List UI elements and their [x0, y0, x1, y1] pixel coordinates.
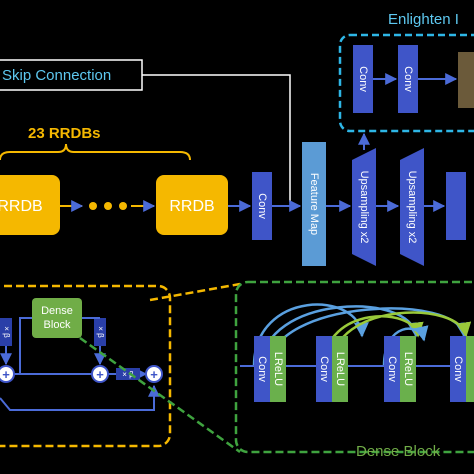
conv-main: Conv: [252, 172, 272, 240]
dense-block-dashed-box: [234, 280, 474, 454]
svg-text:+: +: [96, 367, 104, 382]
plus-node-3: +: [145, 365, 163, 383]
svg-text:Block: Block: [44, 319, 71, 331]
svg-text:Conv: Conv: [256, 356, 268, 382]
beta-scale-bottom: × β: [116, 368, 140, 380]
enlighten-title: Enlighten I: [388, 11, 459, 28]
svg-text:Conv: Conv: [386, 356, 398, 382]
svg-text:+: +: [150, 367, 158, 382]
rrdb-block-2: RRDB: [156, 175, 228, 235]
rrdb-count-label: 23 RRDBs: [28, 125, 101, 142]
svg-text:× β: × β: [2, 326, 11, 338]
svg-text:LReLU: LReLU: [334, 352, 346, 386]
rrdb-long-skip: [0, 384, 160, 411]
dense-block-caption: Dense Block: [356, 443, 441, 460]
skip-connection-line: [142, 74, 291, 202]
svg-text:+: +: [2, 367, 10, 382]
dense-layer-1: Conv LReLU: [254, 336, 286, 402]
feature-map: Feature Map: [302, 142, 326, 266]
svg-text:Conv: Conv: [402, 66, 414, 92]
yellow-connector: [149, 282, 241, 302]
svg-text:× β: × β: [122, 370, 134, 379]
enlighten-dashed-box: [338, 33, 474, 133]
dense-layer-2: Conv LReLU: [316, 336, 348, 402]
svg-text:Conv: Conv: [256, 193, 268, 219]
enlighten-conv-2: Conv: [398, 45, 418, 113]
beta-scale-mid: × β: [94, 318, 106, 346]
svg-text:Conv: Conv: [357, 66, 369, 92]
svg-text:Conv: Conv: [318, 356, 330, 382]
enlighten-conv-1: Conv: [353, 45, 373, 113]
dense-block-inner: Dense Block: [32, 298, 82, 338]
rrdb-ellipsis: [89, 202, 127, 210]
beta-scale-left: × β: [0, 318, 12, 346]
svg-text:RRDB: RRDB: [169, 198, 214, 215]
svg-text:LReLU: LReLU: [272, 352, 284, 386]
green-connector: [79, 336, 241, 454]
svg-text:Feature Map: Feature Map: [308, 173, 320, 235]
dense-layer-4: Conv: [450, 336, 474, 402]
plus-node-2: +: [91, 365, 109, 383]
skip-connection-box: [0, 59, 143, 91]
svg-text:× β: × β: [96, 326, 105, 338]
enlighten-image-strip: [458, 52, 474, 108]
plus-node-1: +: [0, 365, 15, 383]
skip-connection-label: Skip Connection: [2, 67, 111, 84]
svg-text:LReLU: LReLU: [402, 352, 414, 386]
svg-text:Dense: Dense: [41, 305, 73, 317]
rrdb-block-1: RRDB: [0, 175, 60, 235]
line-into-dense: [19, 317, 32, 374]
conv-partial-right: [446, 172, 466, 240]
dense-layer-3: Conv LReLU: [384, 336, 416, 402]
svg-text:Conv: Conv: [452, 356, 464, 382]
upsampling-block-2: Upsampling x2: [400, 148, 424, 266]
svg-text:Upsampling x2: Upsampling x2: [358, 171, 370, 244]
svg-text:RRDB: RRDB: [0, 198, 43, 215]
upsampling-block-1: Upsampling x2: [352, 148, 376, 266]
rrdb-detail-dashed-box: [0, 284, 172, 448]
svg-text:Upsampling x2: Upsampling x2: [406, 171, 418, 244]
rrdb-brace: [0, 143, 191, 161]
